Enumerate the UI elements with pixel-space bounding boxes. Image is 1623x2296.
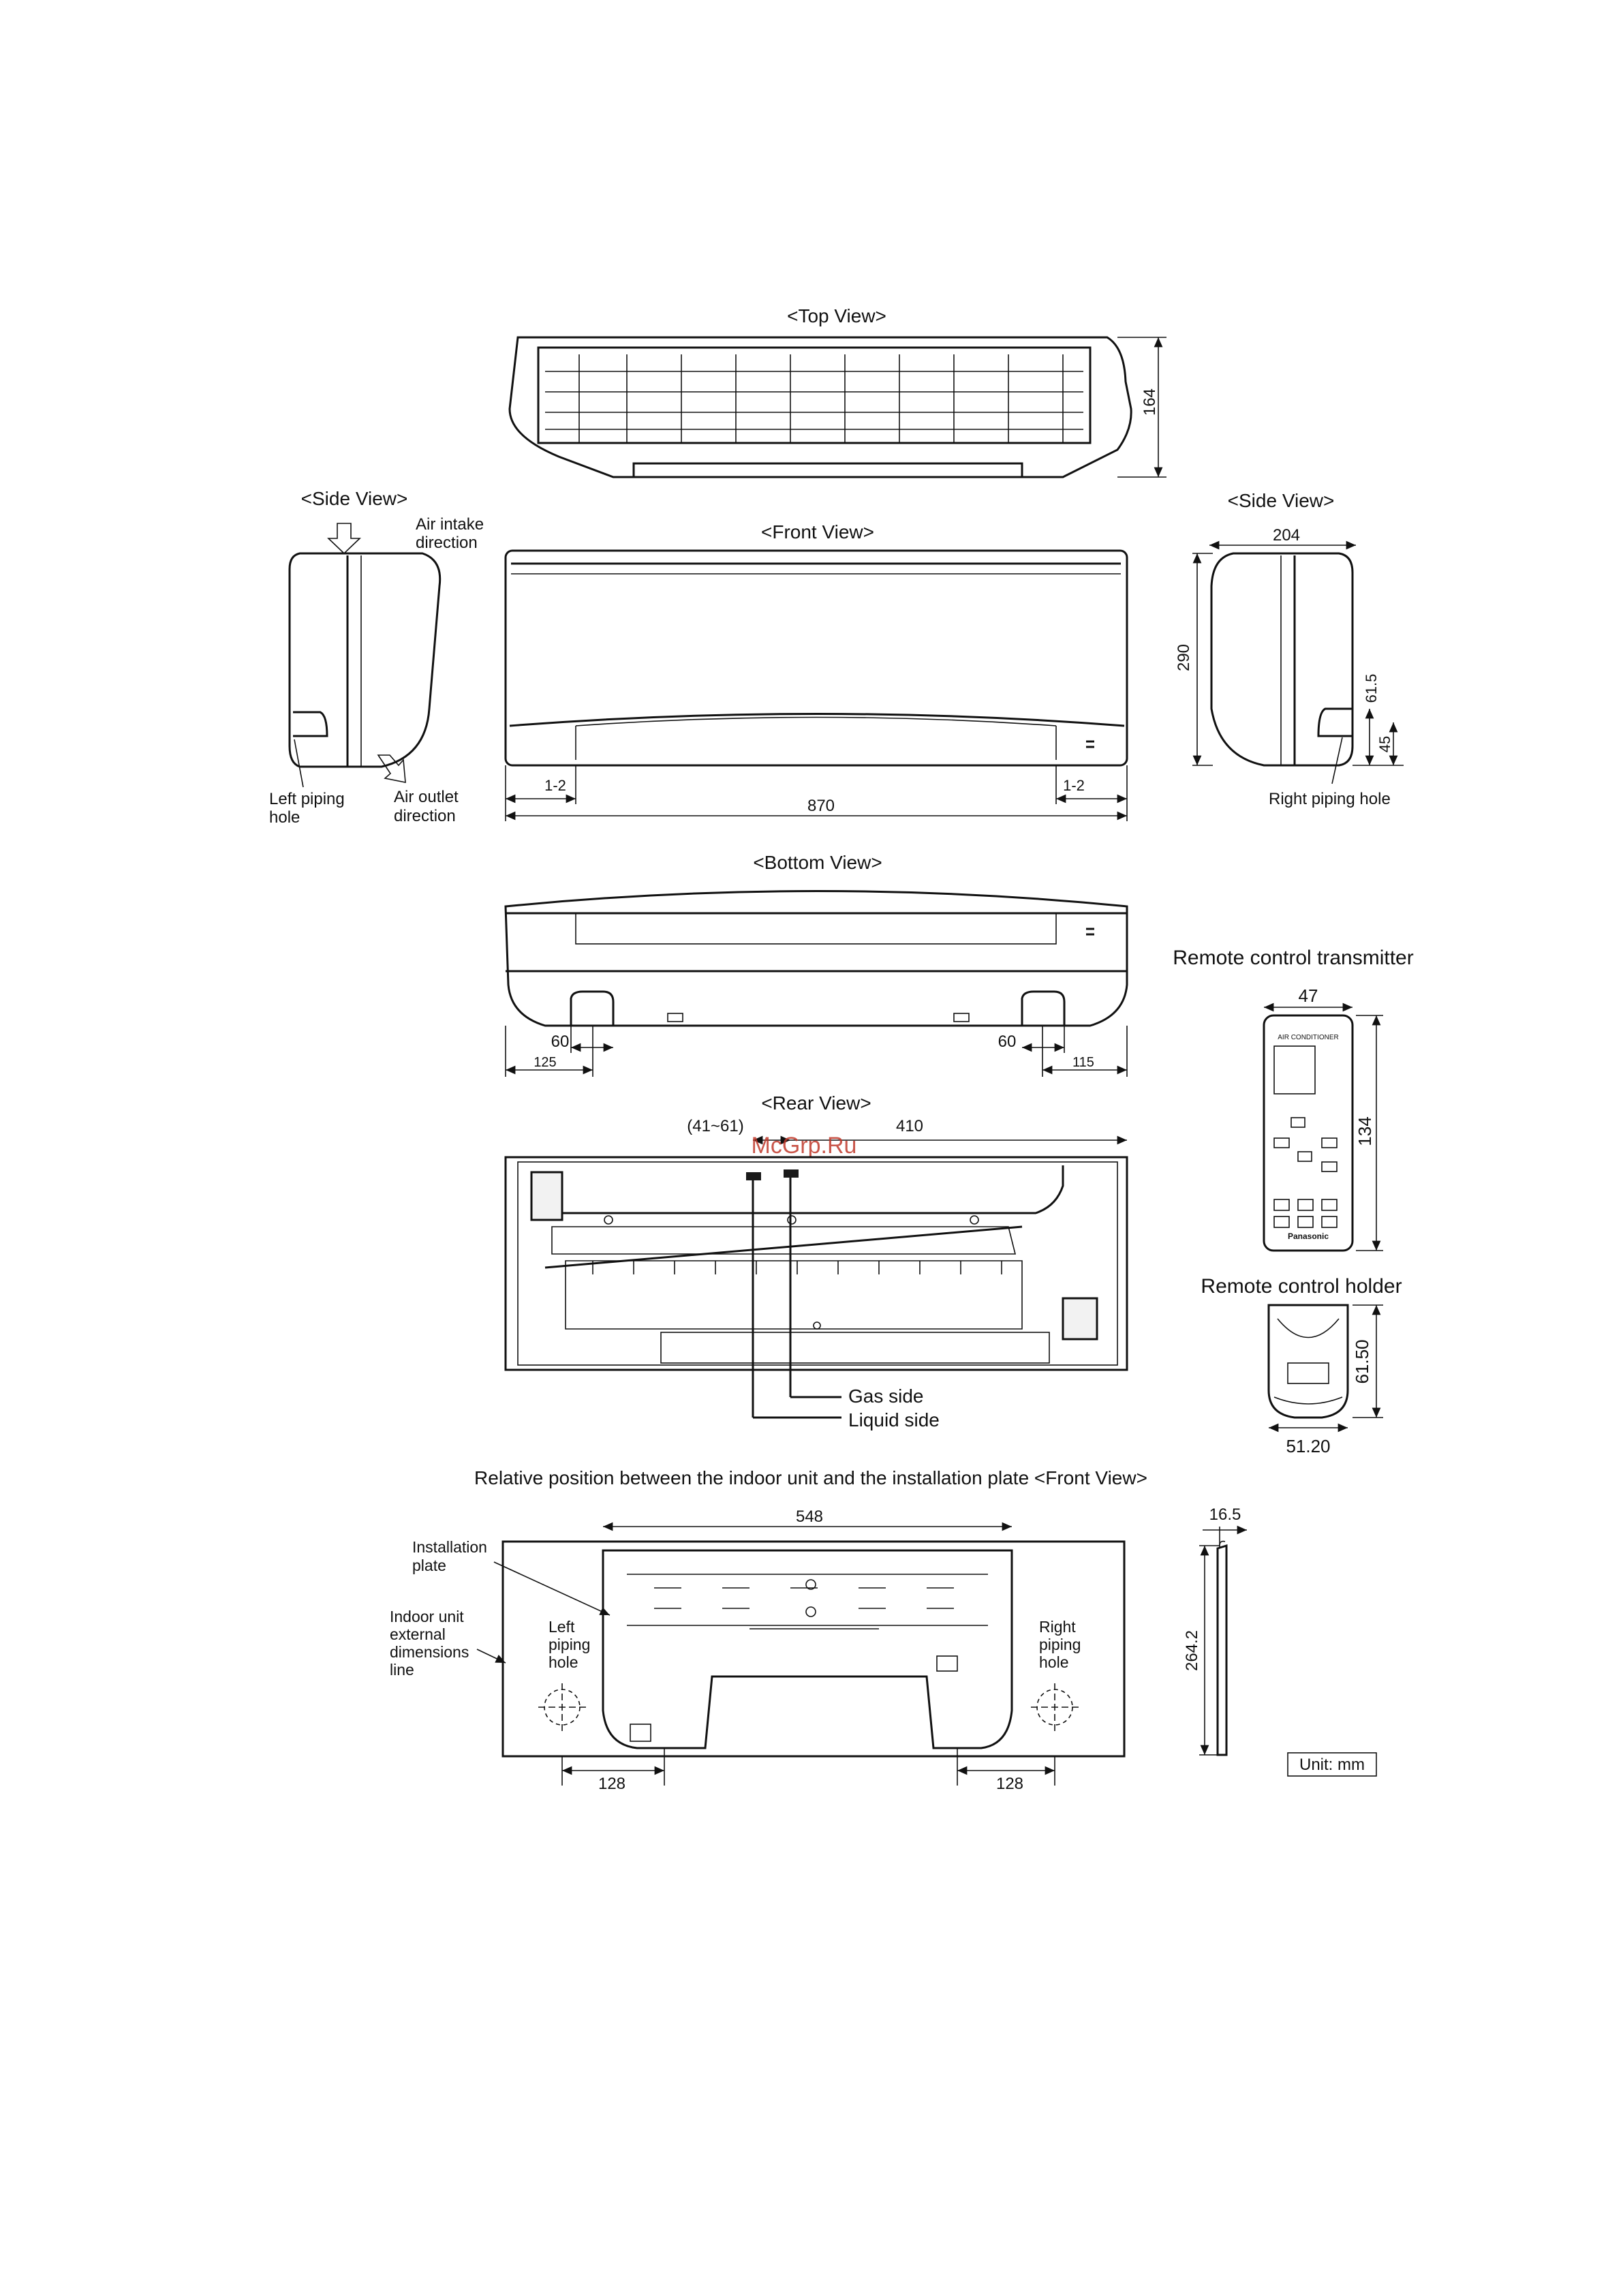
dim-204: 204	[1273, 526, 1300, 545]
gas-side-label: Gas side	[848, 1386, 924, 1407]
svg-text:Panasonic: Panasonic	[1288, 1231, 1329, 1241]
dim-115: 115	[1072, 1055, 1094, 1070]
unit-note: Unit: mm	[1287, 1752, 1377, 1777]
dim-125: 125	[534, 1055, 556, 1070]
dim-holder-51-20: 51.20	[1286, 1436, 1330, 1456]
dim-16-5: 16.5	[1209, 1505, 1241, 1524]
dim-remote-134: 134	[1355, 1116, 1375, 1146]
dim-61-5: 61.5	[1363, 674, 1380, 703]
remote-transmitter-title: Remote control transmitter	[1173, 947, 1413, 969]
top-view-title: <Top View>	[787, 305, 886, 326]
dim-gap-right: 1-2	[1063, 777, 1085, 794]
dim-410: 410	[896, 1117, 923, 1135]
installation-plate-label-2: plate	[412, 1557, 446, 1574]
dim-264-2: 264.2	[1183, 1630, 1201, 1671]
dim-128-right: 128	[996, 1775, 1023, 1793]
front-view-title: <Front View>	[761, 521, 874, 542]
remote-buttons	[1273, 1117, 1338, 1228]
dim-128-left: 128	[598, 1775, 625, 1793]
plate-left-hole-1: Left	[548, 1618, 575, 1636]
rear-view-title: <Rear View>	[761, 1092, 871, 1114]
rear-fin-ticks	[592, 1261, 1002, 1274]
dim-holder-61-50: 61.50	[1352, 1339, 1372, 1383]
plate-right-hole-2: piping	[1039, 1636, 1081, 1653]
dim-gap-left: 1-2	[544, 777, 566, 794]
left-side-view: <Side View> Air intake direction Air out…	[269, 488, 484, 827]
rear-view: <Rear View> (41~61) 410 McGrp.Ru	[504, 1092, 1128, 1430]
left-piping-label-2: hole	[269, 808, 300, 827]
air-outlet-label-2: direction	[394, 807, 456, 825]
bottom-view-title: <Bottom View>	[753, 852, 882, 873]
installation-plate-label-1: Installation	[412, 1538, 487, 1556]
unit-label: Unit: mm	[1299, 1756, 1365, 1774]
right-piping-label: Right piping hole	[1269, 790, 1391, 808]
dim-290: 290	[1175, 644, 1193, 671]
plate-side-view: 16.5 264.2	[1183, 1505, 1247, 1756]
dim-remote-47: 47	[1299, 985, 1318, 1006]
relative-position-title: Relative position between the indoor uni…	[474, 1467, 1147, 1488]
top-view-grille	[545, 354, 1083, 443]
plate-slots	[627, 1574, 988, 1629]
dim-60-left: 60	[551, 1032, 570, 1051]
remote-holder-title: Remote control holder	[1201, 1275, 1402, 1298]
installation-plate-view: Relative position between the indoor uni…	[390, 1467, 1147, 1793]
dim-45: 45	[1376, 736, 1393, 752]
dim-164: 164	[1141, 388, 1159, 416]
dim-548: 548	[796, 1507, 823, 1526]
left-piping-hole-mark	[538, 1683, 586, 1731]
air-intake-label-1: Air intake	[416, 515, 484, 534]
bottom-view: <Bottom View> 60 125 60 115	[504, 852, 1128, 1077]
liquid-side-label: Liquid side	[848, 1409, 940, 1430]
indoor-line-label-4: line	[390, 1661, 414, 1679]
front-view: <Front View> 1-2 1-2 870	[504, 521, 1128, 821]
top-view: <Top View> 164	[508, 305, 1166, 478]
remote-holder: Remote control holder 61.50 51.20	[1201, 1275, 1402, 1456]
plate-right-hole-3: hole	[1039, 1653, 1068, 1671]
air-outlet-label-1: Air outlet	[394, 788, 459, 806]
remote-transmitter: Remote control transmitter 47 AIR CONDIT…	[1173, 947, 1414, 1252]
indoor-line-label-1: Indoor unit	[390, 1608, 464, 1625]
left-side-title: <Side View>	[301, 488, 408, 509]
dim-870: 870	[807, 797, 835, 815]
dim-41-61: (41~61)	[687, 1117, 743, 1135]
svg-text:AIR CONDITIONER: AIR CONDITIONER	[1278, 1034, 1338, 1041]
right-side-view: <Side View> 204 290 61.5 45 Right piping…	[1175, 490, 1404, 808]
indoor-line-label-2: external	[390, 1625, 446, 1643]
right-side-title: <Side View>	[1228, 490, 1335, 511]
air-intake-label-2: direction	[416, 534, 478, 552]
watermark-text: McGrp.Ru	[752, 1133, 857, 1159]
dim-60-right: 60	[998, 1032, 1017, 1051]
plate-left-hole-3: hole	[548, 1653, 578, 1671]
plate-left-hole-2: piping	[548, 1636, 590, 1653]
right-piping-hole-mark	[1031, 1683, 1079, 1731]
left-piping-label-1: Left piping	[269, 790, 345, 808]
indoor-line-label-3: dimensions	[390, 1643, 469, 1661]
plate-right-hole-1: Right	[1039, 1618, 1076, 1636]
